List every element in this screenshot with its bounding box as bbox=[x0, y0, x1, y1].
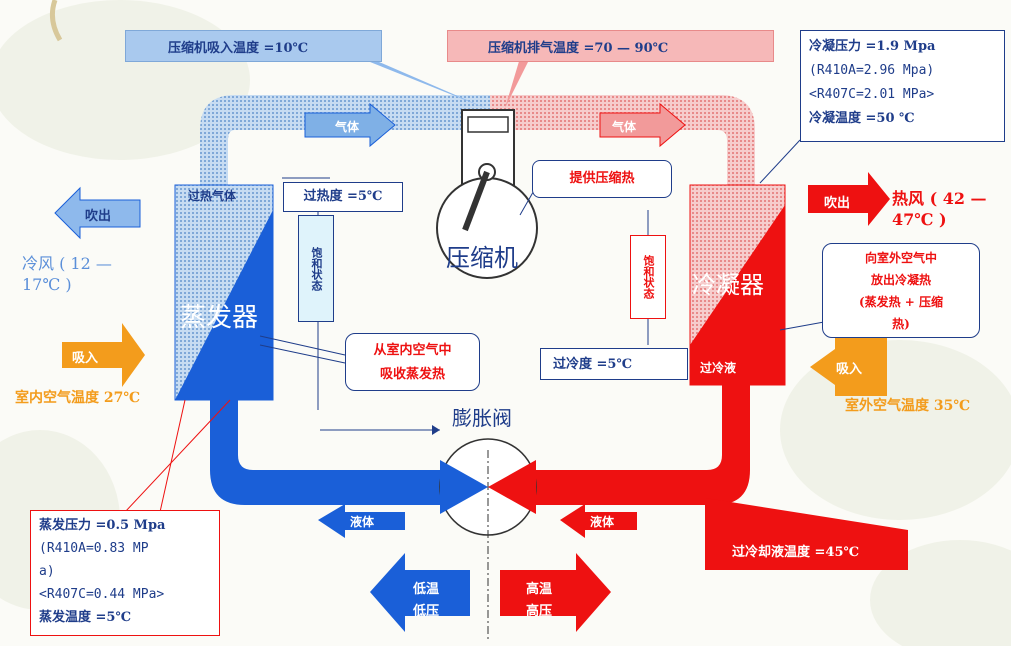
liquid-label-right: 液体 bbox=[590, 515, 615, 529]
cold-air-temp-2: 17℃ ) bbox=[22, 275, 72, 294]
indoor-suction-arrow bbox=[62, 323, 145, 387]
subcooling-label: 过冷度 =5℃ bbox=[553, 357, 633, 372]
superheat-gas-label: 过热气体 bbox=[188, 189, 237, 203]
evaporating-r410a-2: a) bbox=[39, 564, 55, 579]
evaporating-pressure: 蒸发压力 =0.5 Mpa bbox=[39, 518, 166, 533]
low-temp-arrow bbox=[370, 553, 470, 632]
discharge-gas-pipe bbox=[490, 95, 755, 185]
outdoor-suction-arrow bbox=[810, 338, 887, 396]
indoor-suction-label: 吸入 bbox=[72, 351, 99, 366]
condenser-liquid-fill bbox=[690, 205, 785, 345]
low-temp-label: 低温 bbox=[413, 582, 440, 597]
expansion-valve-symbol bbox=[439, 438, 537, 640]
evap-saturated-label: 饱和状态 bbox=[310, 246, 323, 291]
discharge-temp-pointer bbox=[505, 58, 530, 108]
superheat-label: 过热度 =5℃ bbox=[303, 189, 383, 204]
indoor-air-temp: 室内空气温度 27℃ bbox=[15, 390, 141, 406]
high-temp-label: 高温 bbox=[526, 582, 553, 597]
low-press-label: 低压 bbox=[413, 604, 440, 619]
cold-air-blow-out: 吹出 bbox=[85, 209, 112, 224]
cold-air-arrow bbox=[54, 186, 141, 240]
release-note-line2: 放出冷凝热 bbox=[870, 273, 931, 287]
release-note-line4: 热) bbox=[892, 317, 910, 331]
superheat-box: 过热度 =5℃ bbox=[283, 182, 403, 212]
release-note-line3: (蒸发热 + 压缩 bbox=[858, 295, 944, 309]
discharge-temp-callout bbox=[447, 30, 774, 62]
condensing-r407c: <R407C=2.01 MPa> bbox=[809, 87, 935, 102]
condenser-name: 冷凝器 bbox=[692, 271, 764, 299]
cond-saturated-label: 饱和状态 bbox=[642, 255, 655, 299]
evaporator-liquid-fill bbox=[175, 210, 273, 400]
outdoor-air-temp: 室外空气温度 35℃ bbox=[845, 398, 971, 414]
condensing-pressure-box: 冷凝压力 =1.9 Mpa (R410A=2.96 Mpa) <R407C=2.… bbox=[800, 30, 1005, 142]
compressor-symbol bbox=[436, 109, 538, 279]
hot-air-temp-1: 热风 ( 42 — bbox=[892, 189, 987, 208]
evaporating-r410a-1: (R410A=0.83 MP bbox=[39, 541, 149, 556]
liquid-label-left: 液体 bbox=[350, 515, 375, 529]
cond-saturated-box: 饱和状态 bbox=[630, 235, 666, 319]
discharge-temp-label: 压缩机排气温度 =70 — 90℃ bbox=[488, 41, 669, 56]
expansion-valve-label: 膨胀阀 bbox=[452, 406, 512, 430]
gas-arrow-right bbox=[599, 102, 686, 148]
evap-saturated-box: 饱和状态 bbox=[298, 215, 334, 322]
liquid-arrow-right bbox=[560, 504, 637, 538]
evaporating-temp: 蒸发温度 =5℃ bbox=[39, 610, 132, 625]
condenser-subcool-section bbox=[690, 345, 785, 385]
compression-heat-box: 提供压缩热 bbox=[532, 160, 672, 198]
high-pressure-liquid-pipe bbox=[490, 385, 750, 505]
hot-air-temp-2: 47℃ ) bbox=[892, 210, 947, 229]
subcooled-liquid-label: 过冷液 bbox=[700, 361, 737, 375]
suction-temp-callout bbox=[125, 30, 382, 62]
high-press-label: 高压 bbox=[526, 604, 553, 619]
suction-temp-label: 压缩机吸入温度 =10℃ bbox=[168, 41, 309, 56]
outdoor-suction-label: 吸入 bbox=[836, 362, 863, 377]
low-pressure-liquid-pipe bbox=[210, 390, 490, 505]
cold-air-temp-1: 冷风 ( 12 — bbox=[22, 254, 112, 273]
evaporating-pressure-box: 蒸发压力 =0.5 Mpa (R410A=0.83 MP a) <R407C=0… bbox=[30, 510, 220, 636]
compressor-label: 压缩机 bbox=[446, 244, 518, 272]
absorb-heat-box: 从室内空气中 吸收蒸发热 bbox=[345, 333, 480, 391]
release-note-line1: 向室外空气中 bbox=[864, 251, 937, 265]
condensing-pressure: 冷凝压力 =1.9 Mpa bbox=[809, 39, 936, 54]
condensing-r410a: (R410A=2.96 Mpa) bbox=[809, 63, 935, 78]
absorb-note-line1: 从室内空气中 bbox=[373, 343, 452, 358]
condensing-temp: 冷凝温度 =50 ℃ bbox=[809, 111, 915, 126]
liquid-arrow-left bbox=[318, 504, 405, 538]
evaporating-r407c: <R407C=0.44 MPa> bbox=[39, 587, 165, 602]
compression-heat-label: 提供压缩热 bbox=[569, 171, 635, 186]
suction-gas-pipe bbox=[200, 95, 490, 185]
release-heat-box: 向室外空气中 放出冷凝热 (蒸发热 + 压缩 热) bbox=[822, 243, 980, 338]
hot-air-blow-out: 吹出 bbox=[824, 196, 851, 211]
gas-label-right: 气体 bbox=[612, 120, 637, 134]
absorb-note-line2: 吸收蒸发热 bbox=[379, 367, 445, 382]
hot-air-arrow bbox=[808, 172, 890, 226]
subcooling-box: 过冷度 =5℃ bbox=[540, 348, 688, 380]
high-temp-arrow bbox=[500, 553, 611, 632]
evaporator-name: 蒸发器 bbox=[180, 303, 259, 333]
subcool-temp-arrow bbox=[705, 498, 908, 570]
gas-arrow-left bbox=[304, 102, 396, 148]
gas-label-left: 气体 bbox=[335, 120, 360, 134]
subcool-liquid-temp-label: 过冷却液温度 =45℃ bbox=[732, 545, 860, 560]
